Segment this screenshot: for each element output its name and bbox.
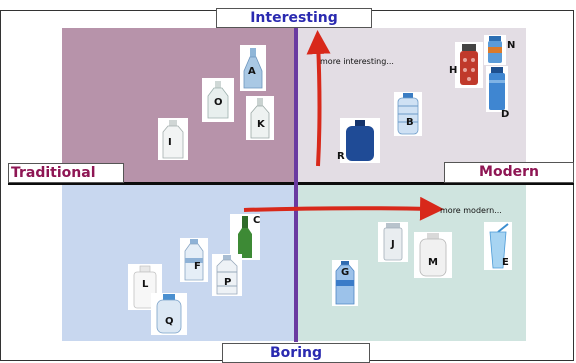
blue-sport-bottle-icon [486,66,508,112]
bottle-label: B [406,118,414,128]
bottle-n: N [484,35,506,65]
clear-plastic-bottle-icon [212,254,242,296]
bottle-label: P [224,278,231,288]
bottle-label: C [253,216,260,226]
bottle-f: F [180,238,208,282]
bottle-label: Q [165,317,174,327]
bottle-label: N [507,41,515,51]
bottle-label: G [341,268,349,278]
bottle-label: M [428,258,438,268]
bottle-r: R [340,118,380,163]
clear-glass-bottle-icon [158,118,188,160]
bottle-j: J [378,222,408,262]
bottle-label: E [502,258,509,268]
bottle-label: O [214,98,223,108]
navy-canteen-bottle-icon [340,118,380,163]
bottle-a: A [240,45,266,91]
ribbed-plastic-bottle-icon [394,92,422,136]
axis-label-boring: Boring [222,343,370,363]
bottle-q: Q [151,293,187,335]
bottle-label: F [194,262,201,272]
bottle-label: K [257,120,265,130]
bottle-label: A [248,67,256,77]
bottle-i: I [158,118,188,160]
vertical-axis [294,28,298,342]
bottle-d: D [486,66,508,112]
bottle-p: P [212,254,242,296]
bottle-o: O [202,78,234,122]
axis-label-interesting: Interesting [216,8,372,28]
bottle-g: G [332,260,358,306]
axis-label-modern: Modern [444,162,574,183]
clear-plastic-bottle-icon [180,238,208,282]
bottle-b: B [394,92,422,136]
bottle-label: H [449,66,457,76]
bottle-label: D [501,110,509,120]
white-sport-bottle-icon [414,232,452,278]
bottle-label: I [168,138,172,148]
bottle-h: H [455,42,483,88]
axis-label-traditional: Traditional [8,163,124,183]
bottle-e: E [484,222,512,270]
bottle-label: R [337,152,345,162]
orange-band-bottle-icon [484,35,506,65]
more-interesting-note: more interesting... [320,57,394,66]
blue-cap-bottle-icon [151,293,187,335]
bottle-label: L [142,280,148,290]
bottle-label: J [391,240,395,250]
red-sleeved-bottle-icon [455,42,483,88]
bottle-m: M [414,232,452,278]
more-modern-note: more modern... [440,206,502,215]
clear-glass-bottle-icon [246,96,274,140]
bottle-k: K [246,96,274,140]
